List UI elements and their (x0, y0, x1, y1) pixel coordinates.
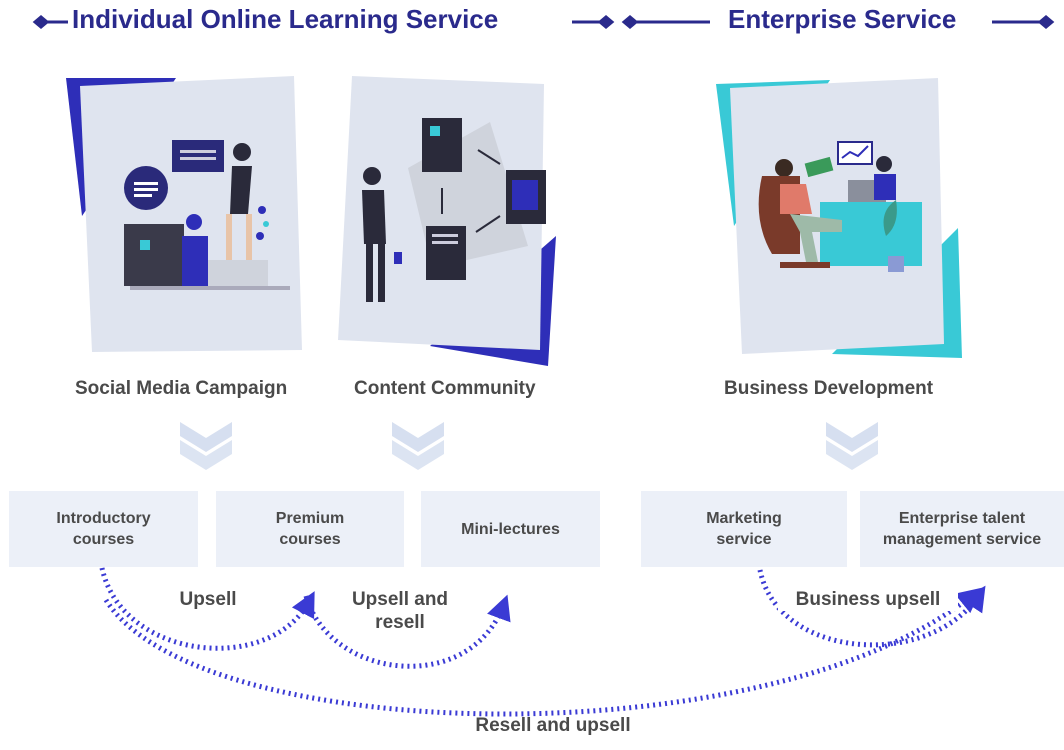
individual-service-title: Individual Online Learning Service (72, 4, 499, 34)
channel-content-community-label: Content Community (354, 378, 536, 399)
header-right-rule (621, 15, 1055, 29)
product-introductory-courses: Introductory courses (9, 491, 198, 567)
content-community-illustration-icon (338, 76, 556, 366)
flow-business-upsell-label: Business upsell (778, 588, 958, 611)
chevron-down-icon (180, 422, 232, 470)
upsell-arrow (99, 567, 315, 651)
product-marketing-service: Marketing service (641, 491, 847, 567)
business-development-illustration-icon (716, 78, 962, 358)
flow-upsell-resell-label: Upsell and resell (351, 589, 449, 633)
flow-resell-upsell-label: Resell and upsell (475, 715, 631, 736)
chevron-down-icon (392, 422, 444, 470)
channel-business-development-label: Business Development (724, 378, 934, 399)
social-media-illustration-icon (66, 76, 302, 352)
chevron-down-icon (826, 422, 878, 470)
enterprise-service-title: Enterprise Service (728, 4, 957, 34)
flow-upsell-label: Upsell (179, 589, 237, 610)
business-upsell-arrow (757, 569, 986, 648)
header-left-rule (32, 15, 615, 29)
resell-upsell-arrow (103, 587, 982, 717)
channel-social-media-label: Social Media Campaign (75, 378, 288, 399)
product-enterprise-talent-management: Enterprise talent management service (860, 491, 1064, 567)
product-mini-lectures: Mini-lectures (421, 491, 600, 567)
product-premium-courses: Premium courses (216, 491, 404, 567)
